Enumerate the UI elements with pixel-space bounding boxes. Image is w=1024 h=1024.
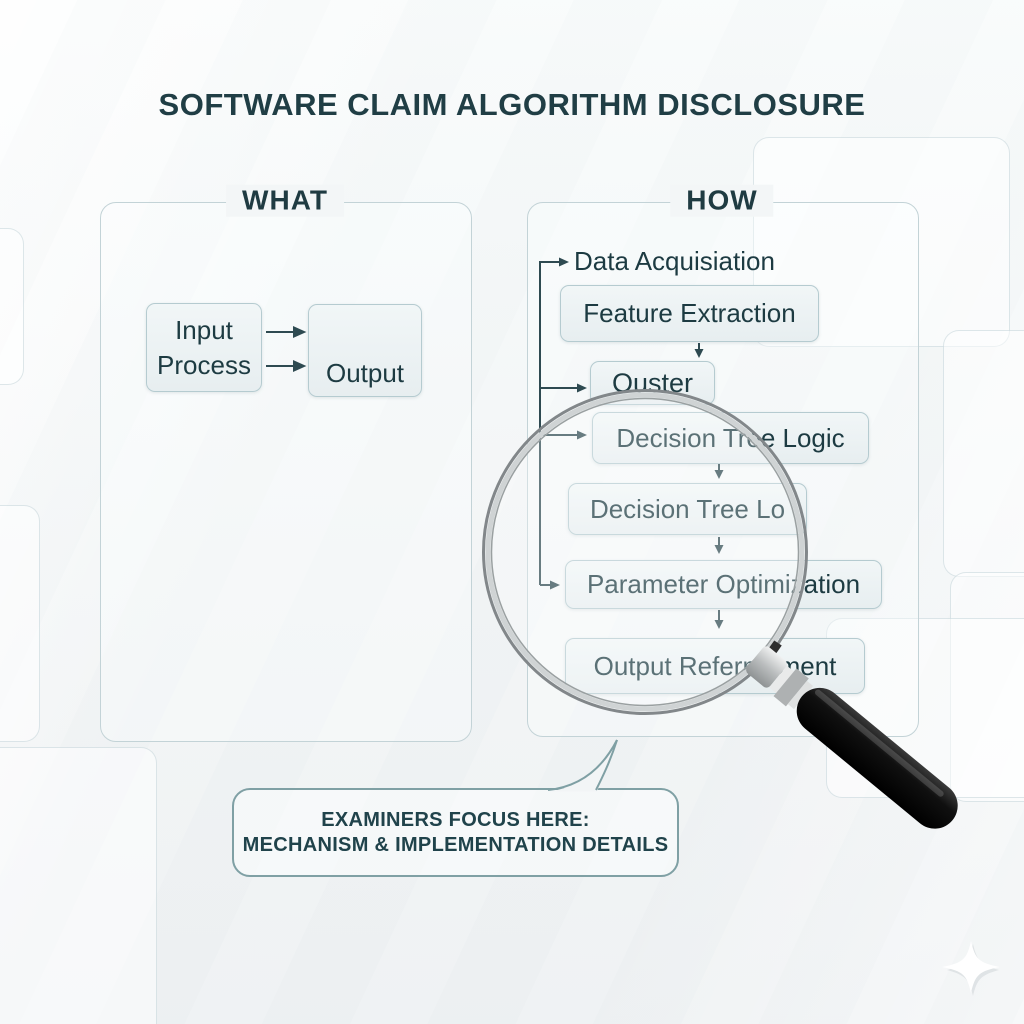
process-label: Process (157, 349, 251, 380)
input-process-box: Input Process (146, 303, 262, 392)
background-rect (0, 505, 40, 742)
step-cluster: Ouster (590, 361, 715, 405)
what-panel-label: WHAT (226, 184, 344, 217)
step-output-refinement: Output Refermament (565, 638, 865, 694)
how-panel-label: HOW (670, 184, 774, 217)
callout-line-1: EXAMINERS FOCUS HERE: (321, 808, 590, 831)
callout-line-2: MECHANISM & IMPLEMENTATION DETAILS (242, 833, 669, 856)
step-decision-tree-logic-2: Decision Tree Lo (568, 483, 807, 535)
what-panel (100, 202, 472, 742)
background-rect (0, 747, 157, 1024)
page-title: SOFTWARE CLAIM ALGORITHM DISCLOSURE (158, 87, 866, 122)
step-feature-extraction: Feature Extraction (560, 285, 819, 342)
step-decision-tree-logic: Decision Tree Logic (592, 412, 869, 464)
callout-tail (547, 739, 618, 792)
examiner-callout-bubble: EXAMINERS FOCUS HERE: MECHANISM & IMPLEM… (232, 788, 679, 877)
output-box: Output (308, 304, 422, 397)
step-data-acquisition: Data Acquisiation (574, 246, 775, 276)
sparkle-icon (942, 941, 1000, 996)
background-rect (943, 330, 1024, 577)
step-parameter-optimization: Parameter Optimization (565, 560, 882, 609)
input-label: Input (175, 314, 233, 345)
background-rect (0, 228, 24, 385)
